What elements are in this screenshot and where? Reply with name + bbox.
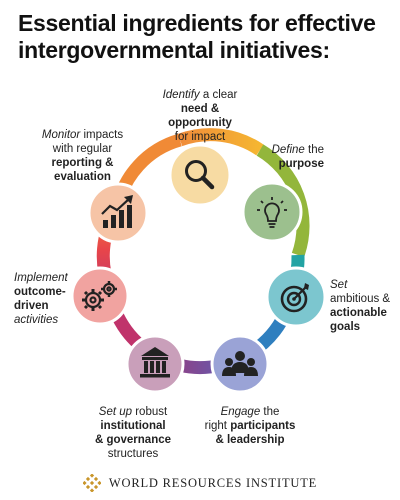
footer: WORLD RESOURCES INSTITUTE (0, 471, 400, 495)
step-define-label: Define the purpose (271, 144, 324, 170)
step-identify-label: Identify a clear need & opportunity for … (162, 89, 238, 143)
title-line-1: Essential ingredients for effective (18, 10, 376, 36)
magnifier-icon (185, 160, 215, 190)
step-setup-label: Set up robust institutional & governance… (94, 406, 172, 460)
step-implement-label: Implement outcome- driven activities (14, 272, 68, 326)
page-title: Essential ingredients for effective inte… (18, 10, 388, 64)
step-set-node (265, 266, 327, 328)
institution-icon (140, 347, 170, 378)
step-engage-node (210, 334, 270, 394)
people-icon (222, 351, 258, 376)
step-identify-node (168, 143, 232, 207)
step-setup-node (125, 334, 185, 394)
step-define-node (241, 181, 303, 243)
step-implement-node (70, 266, 130, 326)
step-monitor-node (87, 182, 149, 244)
ring-segment (177, 128, 264, 156)
growth-chart-icon (101, 195, 133, 228)
step-set-label: Set ambitious & actionable goals (330, 279, 391, 333)
step-engage-label: Engage the right participants & leadersh… (204, 406, 296, 446)
footer-org-name: WORLD RESOURCES INSTITUTE (108, 475, 318, 490)
ring-segment (256, 144, 310, 258)
lightbulb-icon (257, 197, 287, 228)
wri-logo-icon (82, 474, 101, 492)
title-line-2: intergovernmental initiatives: (18, 37, 330, 63)
gears-icon (82, 281, 117, 311)
target-icon (280, 283, 309, 313)
step-monitor-label: Monitor impacts with regular reporting &… (41, 129, 124, 183)
